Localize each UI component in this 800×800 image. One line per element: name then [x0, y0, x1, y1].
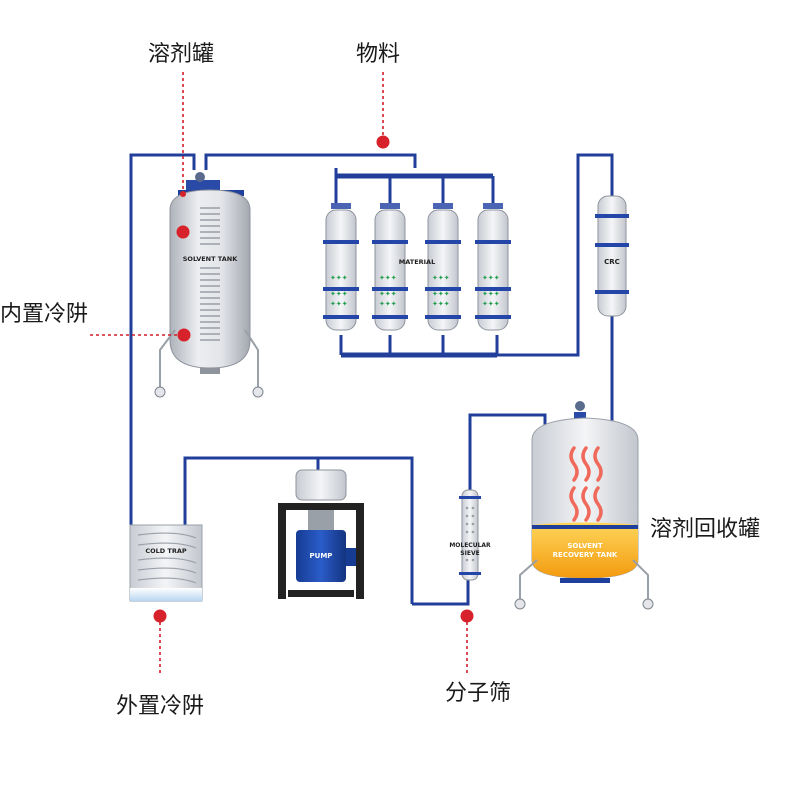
material-columns: ✦✦✦ ✦✦✦ ✦✦✦ ✦✦✦ ✦✦✦ ✦✦✦ ✦✦✦ ✦✦✦ ✦✦✦	[323, 203, 511, 331]
material-column-4: ✦✦✦ ✦✦✦ ✦✦✦	[475, 203, 511, 331]
svg-text:✦✦✦: ✦✦✦	[379, 300, 397, 308]
crc-column: CRC	[595, 195, 629, 317]
heat-waves-icon	[569, 446, 603, 522]
molecular-sieve-label-2: SIEVE	[460, 550, 479, 557]
piping	[129, 153, 614, 606]
recovery-tank-label-2: RECOVERY TANK	[553, 551, 618, 559]
svg-text:✦✦✦: ✦✦✦	[379, 274, 397, 282]
outer-cold-trap-callout: 外置冷阱	[116, 694, 205, 719]
svg-text:✦✦✦: ✦✦✦	[330, 274, 348, 282]
svg-text:✦✦✦: ✦✦✦	[482, 274, 500, 282]
material-callout: 物料	[356, 42, 401, 67]
solvent-tank-label: SOLVENT TANK	[183, 255, 238, 263]
svg-text:✦✦✦: ✦✦✦	[432, 274, 450, 282]
molecular-sieve-label-1: MOLECULAR	[449, 542, 491, 549]
recovery-tank-callout: 溶剂回收罐	[650, 517, 761, 542]
cold-trap: COLD TRAP	[129, 524, 203, 602]
molecular-sieve: MOLECULAR SIEVE	[449, 489, 491, 581]
crc-label: CRC	[604, 258, 620, 266]
vacuum-pump: PUMP	[278, 469, 364, 599]
recovery-tank: SOLVENT RECOVERY TANK	[514, 401, 654, 610]
material-column-3: ✦✦✦ ✦✦✦ ✦✦✦	[425, 203, 461, 331]
callouts	[90, 72, 474, 676]
pump-label: PUMP	[310, 552, 333, 560]
svg-text:✦✦✦: ✦✦✦	[482, 300, 500, 308]
svg-text:✦✦✦: ✦✦✦	[432, 290, 450, 298]
solvent-tank-callout: 溶剂罐	[148, 42, 215, 67]
svg-text:✦✦✦: ✦✦✦	[330, 300, 348, 308]
inner-cold-trap-callout: 内置冷阱	[0, 302, 89, 327]
cold-trap-label: COLD TRAP	[145, 547, 187, 555]
material-column-2: ✦✦✦ ✦✦✦ ✦✦✦	[372, 203, 408, 331]
material-column-1: ✦✦✦ ✦✦✦ ✦✦✦	[323, 203, 359, 331]
molecular-sieve-callout: 分子筛	[445, 681, 512, 706]
svg-text:✦✦✦: ✦✦✦	[330, 290, 348, 298]
recovery-tank-label-1: SOLVENT	[567, 542, 603, 550]
material-label: MATERIAL	[399, 258, 435, 266]
svg-text:✦✦✦: ✦✦✦	[379, 290, 397, 298]
solvent-tank: SOLVENT TANK	[154, 172, 264, 398]
svg-text:✦✦✦: ✦✦✦	[482, 290, 500, 298]
svg-text:✦✦✦: ✦✦✦	[432, 300, 450, 308]
